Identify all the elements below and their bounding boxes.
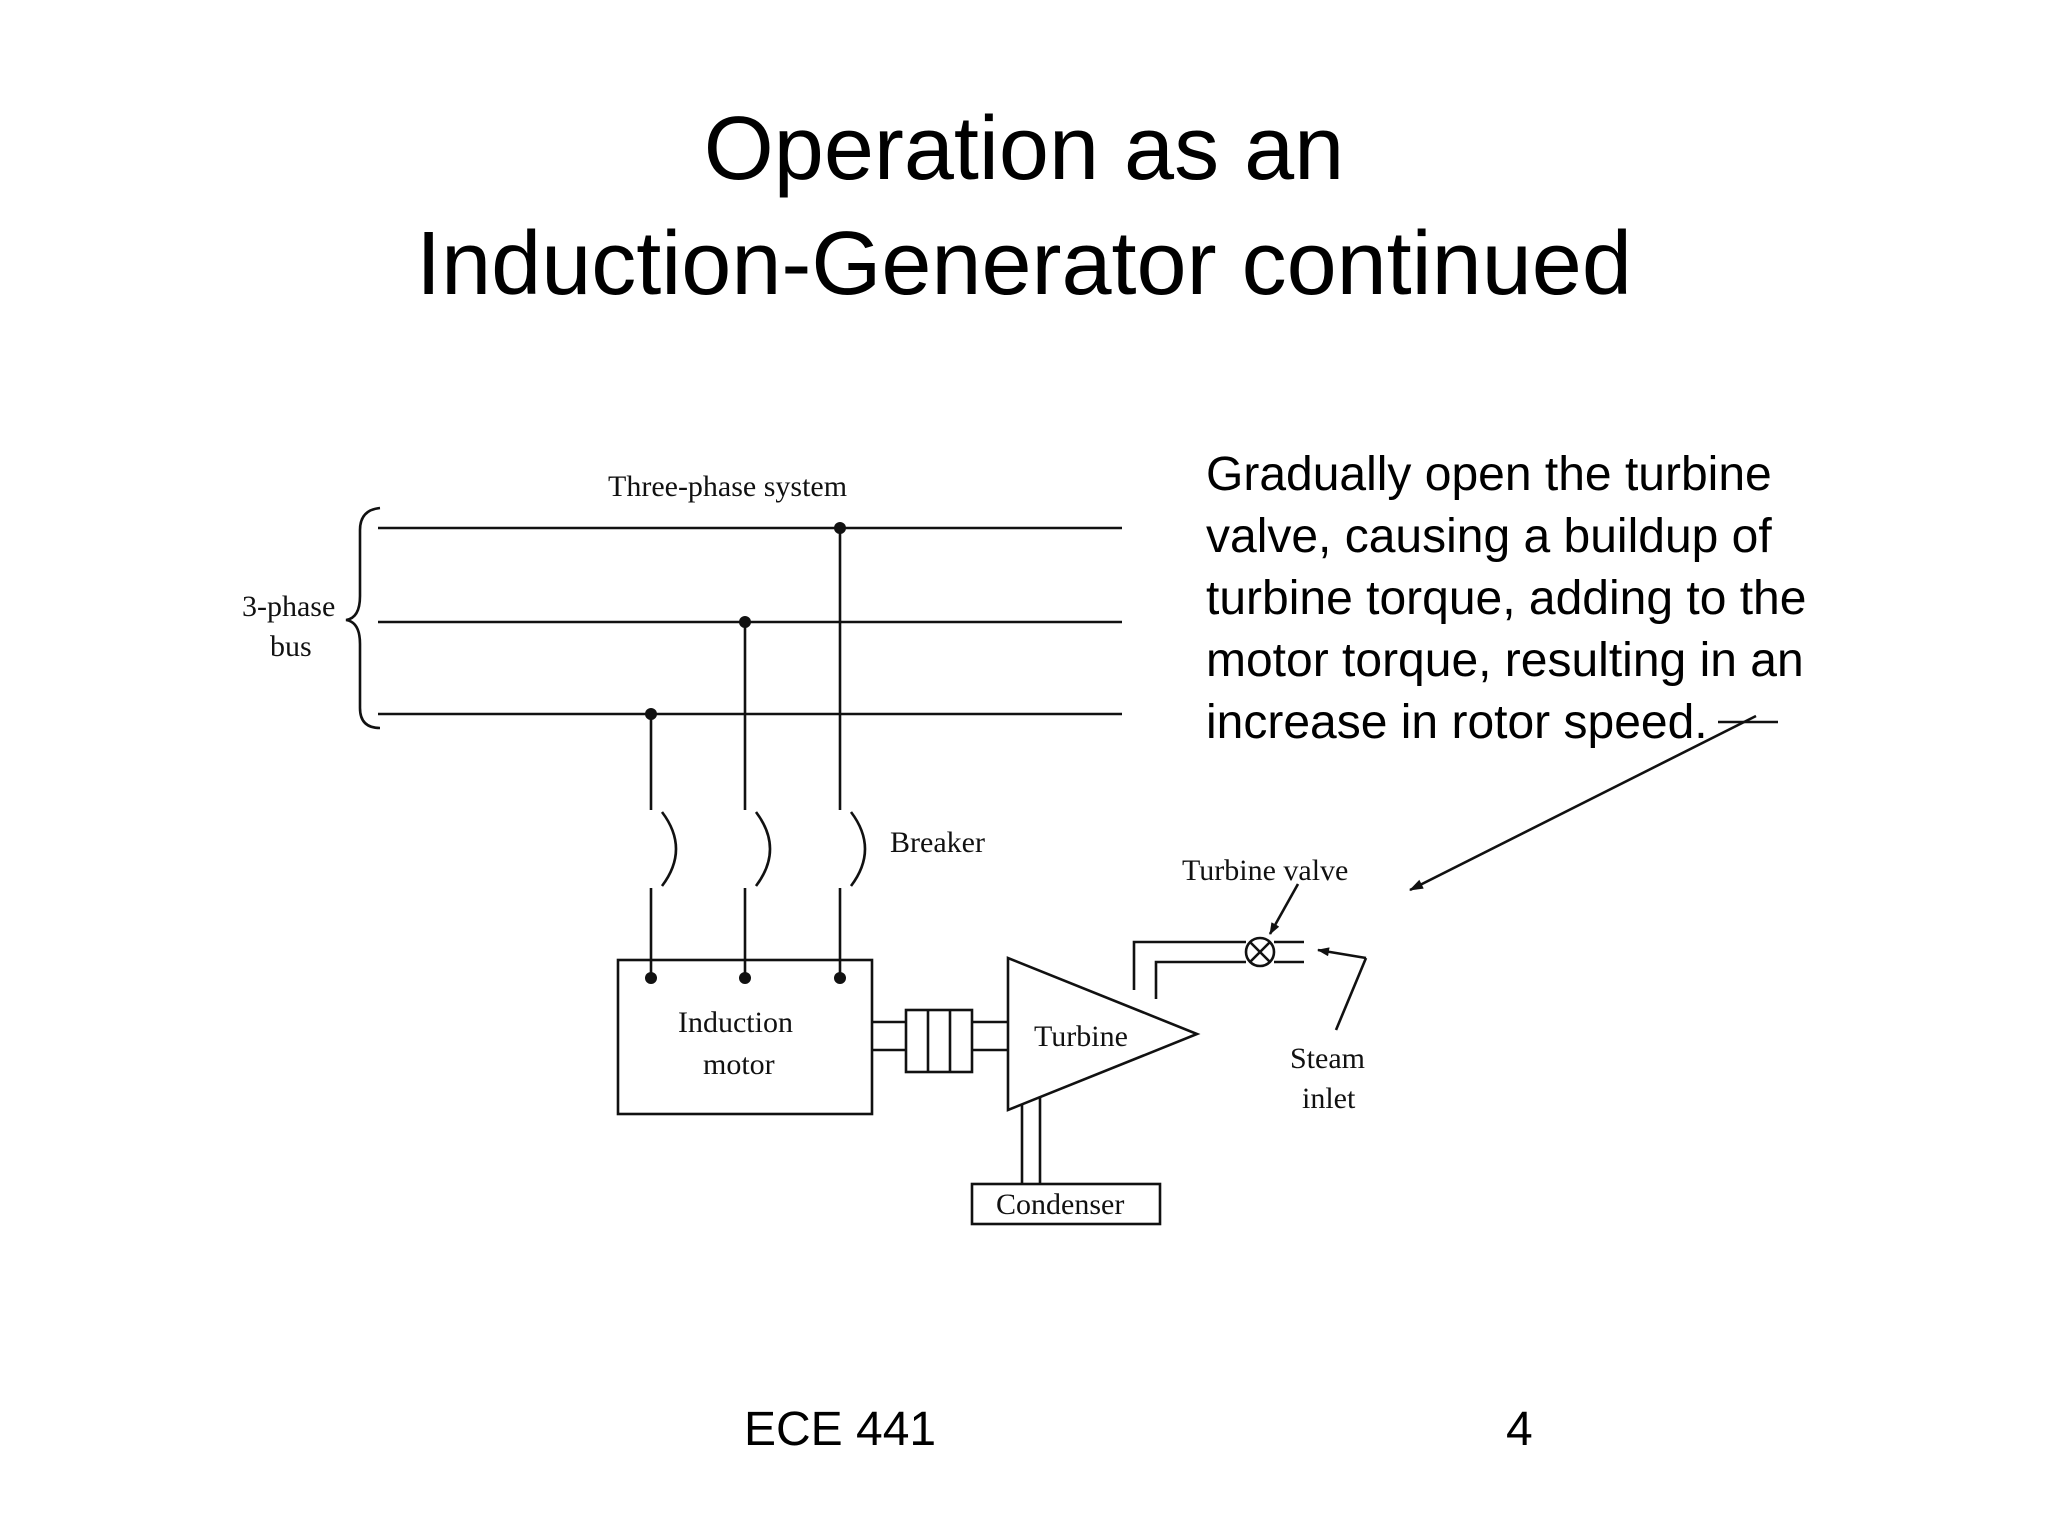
bus-label-line-2: bus bbox=[270, 630, 312, 663]
bus-label-line-1: 3-phase bbox=[242, 590, 335, 623]
motor-label-line-1: Induction bbox=[678, 1006, 793, 1039]
junction-dot bbox=[834, 522, 846, 534]
callout-note: Gradually open the turbine valve, causin… bbox=[1206, 448, 1807, 749]
turbine-symbol bbox=[1006, 956, 1201, 1112]
turbine-valve-symbol bbox=[1244, 936, 1276, 968]
junction-dot bbox=[645, 708, 657, 720]
title-line-1: Operation as an bbox=[703, 99, 1345, 199]
steam-inlet-pointer bbox=[1334, 957, 1368, 1031]
footer-page-number: 4 bbox=[1506, 1403, 1533, 1456]
slide-title: Operation as an Induction-Generator cont… bbox=[0, 92, 2048, 322]
terminal-dot bbox=[645, 972, 657, 984]
breaker-contact-2 bbox=[754, 811, 772, 887]
turbine-valve-pointer bbox=[1268, 883, 1300, 935]
condenser-label: Condenser bbox=[996, 1188, 1124, 1221]
terminal-dot bbox=[834, 972, 846, 984]
footer-course: ECE 441 bbox=[744, 1403, 937, 1456]
turbine-label: Turbine bbox=[1034, 1020, 1128, 1053]
terminal-dot bbox=[739, 972, 751, 984]
condenser-box bbox=[970, 1182, 1162, 1226]
steam-label-line-2: inlet bbox=[1302, 1082, 1356, 1115]
title-line-2: Induction-Generator continued bbox=[416, 214, 1632, 314]
breaker-label: Breaker bbox=[890, 826, 985, 859]
motor-label-line-2: motor bbox=[703, 1048, 775, 1081]
induction-motor-box bbox=[616, 958, 874, 1116]
turbine-valve-label: Turbine valve bbox=[1182, 854, 1348, 887]
breaker-contact-3 bbox=[849, 811, 867, 887]
bus-brace bbox=[345, 506, 381, 730]
junction-dot bbox=[739, 616, 751, 628]
callout-arrow bbox=[1409, 714, 1757, 892]
three-phase-system-label: Three-phase system bbox=[608, 470, 847, 503]
steam-label-line-1: Steam bbox=[1290, 1042, 1365, 1075]
shaft-coupling bbox=[904, 1008, 974, 1074]
breaker-contact-1 bbox=[660, 811, 678, 887]
